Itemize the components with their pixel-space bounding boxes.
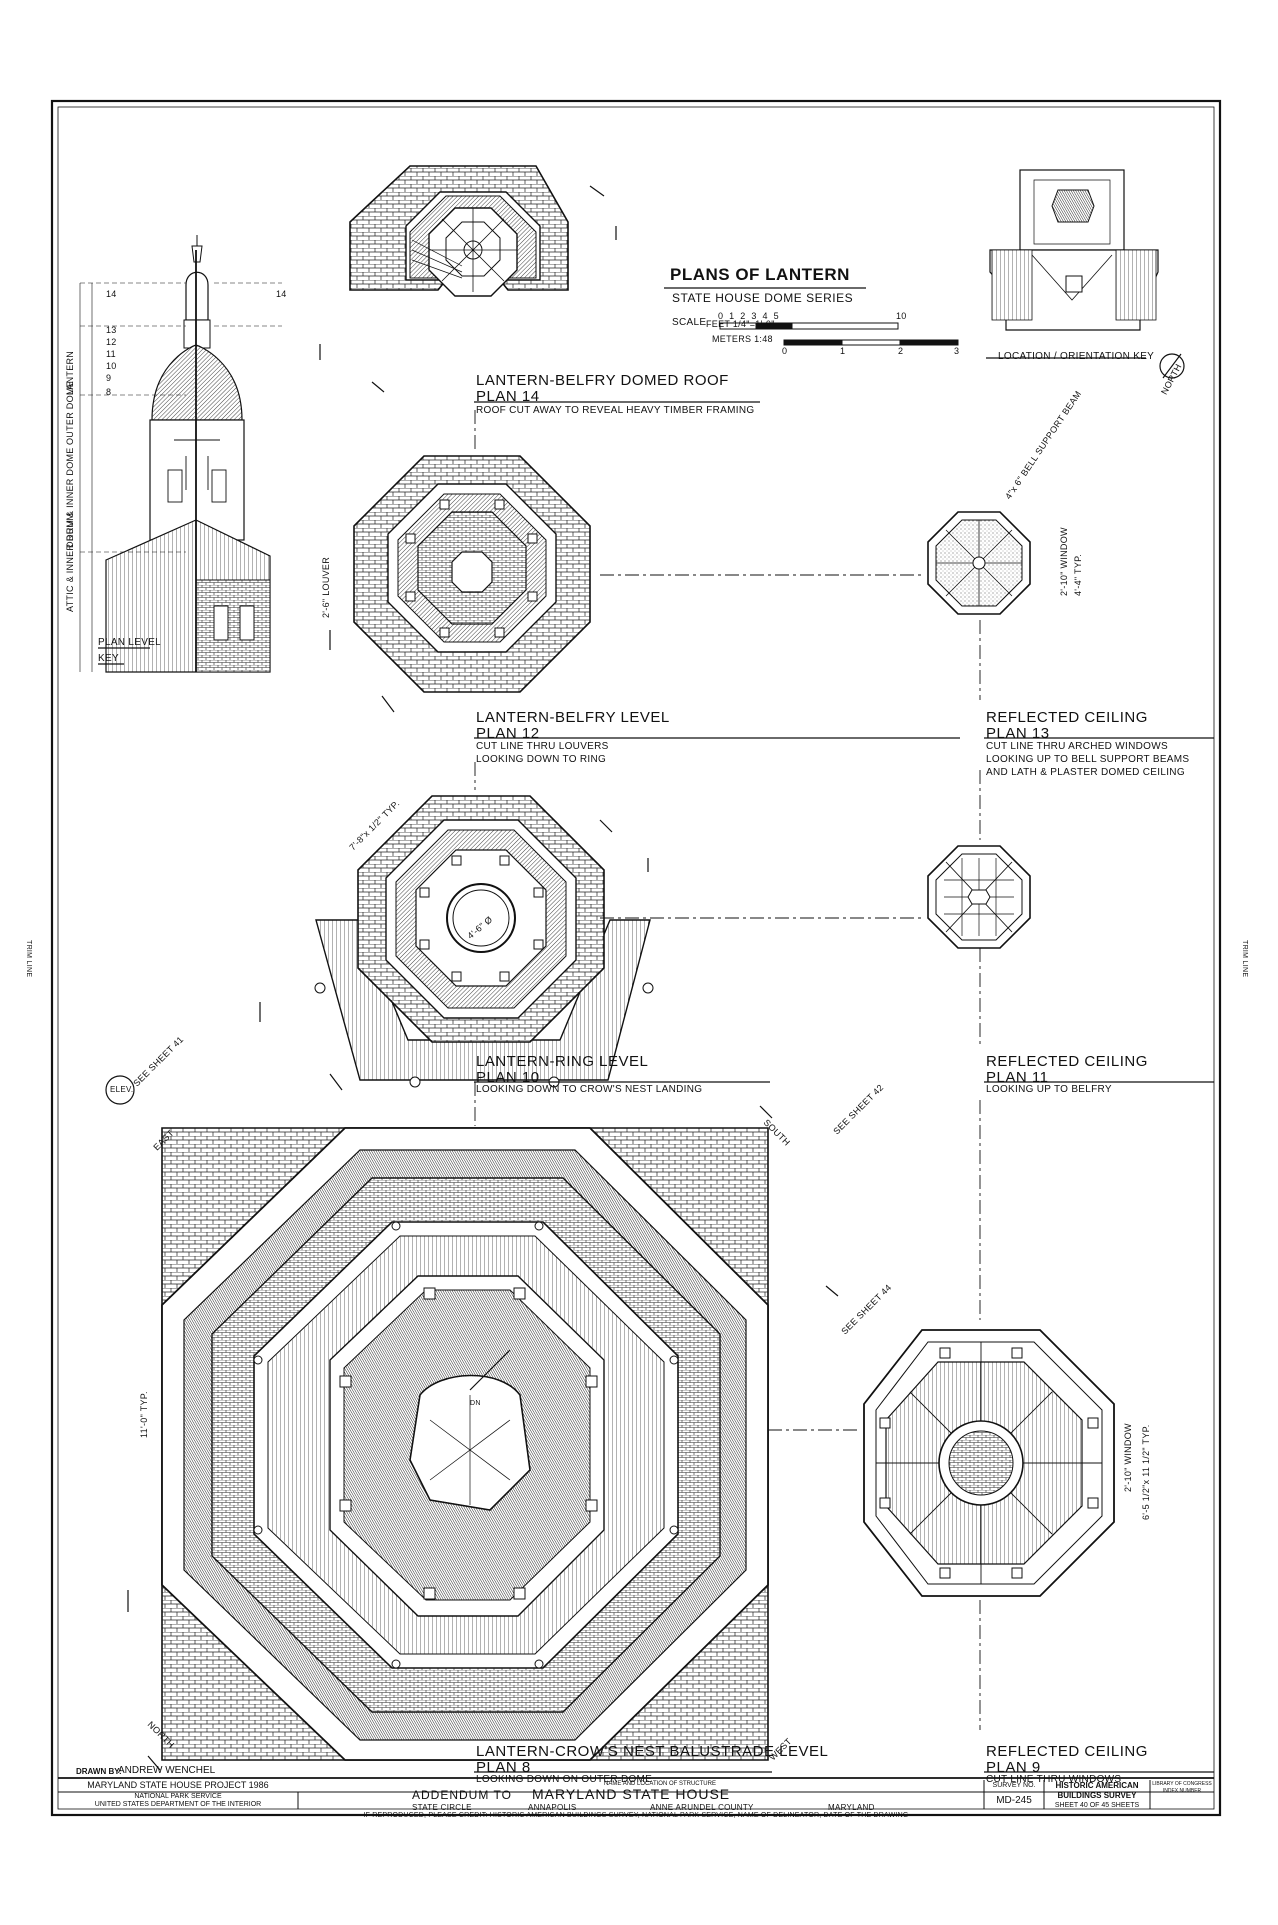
elev-callout-circle — [105, 1075, 135, 1105]
plan-9-title: REFLECTED CEILING — [986, 1743, 1148, 1760]
project-name: MARYLAND STATE HOUSE PROJECT 1986 — [87, 1780, 269, 1790]
plan-10-drawing — [314, 795, 654, 1088]
delineator-name: ANDREW WENCHEL — [118, 1765, 216, 1776]
scale-bar — [719, 322, 959, 346]
library-of-congress-label: LIBRARY OF CONGRESS — [1152, 1781, 1212, 1787]
scale-meter-tick-0: 0 — [782, 346, 788, 356]
scale-meter-tick-1: 1 — [840, 346, 846, 356]
plan-13-note1: CUT LINE THRU ARCHED WINDOWS — [986, 741, 1168, 752]
dim-louver: 2'-6" LOUVER — [321, 556, 331, 618]
sheet-title: PLANS OF LANTERN — [670, 265, 850, 284]
plan-8-title: LANTERN-CROW'S NEST BALUSTRADE LEVEL — [476, 1743, 829, 1760]
plan-11-number: PLAN 11 — [986, 1069, 1049, 1086]
agency-interior: UNITED STATES DEPARTMENT OF THE INTERIOR — [94, 1801, 262, 1808]
plan-12-drawing — [353, 455, 591, 693]
plan-12-note1: CUT LINE THRU LOUVERS — [476, 741, 609, 752]
scale-meter-tick-2: 2 — [898, 346, 904, 356]
elev-callout: ELEV. — [110, 1085, 134, 1094]
scale-label: SCALE — [672, 317, 707, 328]
dim-typ-9: 6'-5 1/2"x 11 1/2" TYP. — [1141, 1424, 1151, 1520]
scale-meters: METERS 1:48 — [712, 334, 773, 344]
location-key-label: LOCATION / ORIENTATION KEY — [998, 351, 1155, 362]
plan-level-key-sublabel: KEY — [98, 653, 119, 664]
plan-11-drawing — [927, 845, 1031, 949]
plan-13-title: REFLECTED CEILING — [986, 709, 1148, 726]
plan-level-key-label: PLAN LEVEL — [98, 637, 162, 648]
habs-line-1: HISTORIC AMERICAN — [1055, 1781, 1139, 1790]
scale-meter-tick-3: 3 — [954, 346, 960, 356]
plan-13-drawing — [927, 511, 1031, 615]
agency-nps: NATIONAL PARK SERVICE — [134, 1793, 222, 1800]
level-11: 11 — [106, 349, 116, 359]
location-county: ANNE ARUNDEL COUNTY — [650, 1803, 754, 1812]
survey-no-label: SURVEY NO. — [992, 1782, 1036, 1789]
plan-12-note2: LOOKING DOWN TO RING — [476, 754, 607, 765]
scale-feet: FEET 1/4"=1'-0" — [706, 319, 775, 329]
plan-10-number: PLAN 10 — [476, 1069, 540, 1086]
dim-typ-13: 4'-4" TYP. — [1073, 553, 1083, 596]
location-state: MARYLAND — [828, 1803, 875, 1812]
drawn-by-label: DRAWN BY: — [76, 1767, 122, 1776]
sheet-subtitle: STATE HOUSE DOME SERIES — [672, 291, 854, 305]
plan-9-note1: CUT LINE THRU WINDOWS — [986, 1774, 1122, 1785]
plan-10-note: LOOKING DOWN TO CROW'S NEST LANDING — [476, 1084, 703, 1095]
zone-attic: ATTIC & INNER DRUM — [65, 512, 75, 612]
plan-11-title: REFLECTED CEILING — [986, 1053, 1148, 1070]
location-orientation-key — [989, 169, 1185, 379]
stair-down-label: DN — [470, 1400, 481, 1407]
plan-14-number: PLAN 14 — [476, 388, 540, 405]
level-14-right: 14 — [276, 289, 287, 299]
dim-window-9: 2'-10" WINDOW — [1123, 1423, 1133, 1492]
level-9: 9 — [106, 373, 112, 383]
dim-typ-8: 11'-0" TYP. — [139, 1391, 149, 1438]
trim-line-right: TRIM LINE — [1241, 940, 1248, 978]
index-number-label: INDEX NUMBER — [1162, 1788, 1202, 1794]
plan-8-number: PLAN 8 — [476, 1759, 531, 1776]
plan-12-title: LANTERN-BELFRY LEVEL — [476, 709, 670, 726]
plan-14-note: ROOF CUT AWAY TO REVEAL HEAVY TIMBER FRA… — [476, 405, 755, 416]
structure-prefix: ADDENDUM TO — [412, 1788, 512, 1802]
level-10: 10 — [106, 361, 117, 371]
structure-name-label: NAME AND LOCATION OF STRUCTURE — [604, 1781, 716, 1787]
trim-line-left: TRIM LINE — [25, 940, 32, 978]
plan-12-number: PLAN 12 — [476, 725, 540, 742]
survey-number: MD-245 — [996, 1795, 1032, 1806]
dim-window-13: 2'-10" WINDOW — [1059, 527, 1069, 596]
title-block-lines — [58, 1777, 1214, 1809]
location-city: ANNAPOLIS — [528, 1803, 577, 1812]
plan-13-number: PLAN 13 — [986, 725, 1050, 742]
outer-border — [50, 99, 1222, 1817]
plan-14-title: LANTERN-BELFRY DOMED ROOF — [476, 372, 729, 389]
scale-feet-ticks: 0 1 2 3 4 5 — [718, 311, 779, 321]
plan-11-note: LOOKING UP TO BELFRY — [986, 1084, 1112, 1095]
connection-lines — [474, 410, 981, 1730]
plan-9-drawing — [863, 1329, 1115, 1597]
habs-line-2: BUILDINGS SURVEY — [1057, 1791, 1137, 1800]
title-underlines — [98, 287, 1214, 1773]
level-8: 8 — [106, 387, 112, 397]
inner-border — [57, 106, 1215, 1810]
plan-level-key-elevation — [79, 235, 282, 673]
plan-8-note: LOOKING DOWN ON OUTER DOME — [476, 1774, 653, 1785]
plan-14-drawing — [349, 165, 569, 297]
scale-feet-tick-10: 10 — [896, 311, 907, 321]
sheet-count: SHEET 40 OF 45 SHEETS — [1054, 1802, 1140, 1809]
location-street: STATE CIRCLE — [412, 1803, 472, 1812]
level-12: 12 — [106, 337, 117, 347]
plan-13-note2: LOOKING UP TO BELL SUPPORT BEAMS — [986, 754, 1190, 765]
section-markers — [127, 185, 839, 1771]
plan-9-number: PLAN 9 — [986, 1759, 1041, 1776]
reproduction-credit: IF REPRODUCED, PLEASE CREDIT: HISTORIC A… — [363, 1812, 909, 1819]
plan-10-title: LANTERN-RING LEVEL — [476, 1053, 649, 1070]
plan-8-drawing — [161, 1127, 769, 1761]
plan-13-note3: AND LATH & PLASTER DOMED CEILING — [986, 767, 1185, 778]
structure-name: MARYLAND STATE HOUSE — [532, 1786, 731, 1802]
zone-outer-dome: OUTER DOME — [65, 380, 75, 445]
level-13: 13 — [106, 325, 117, 335]
level-14-left: 14 — [106, 289, 117, 299]
